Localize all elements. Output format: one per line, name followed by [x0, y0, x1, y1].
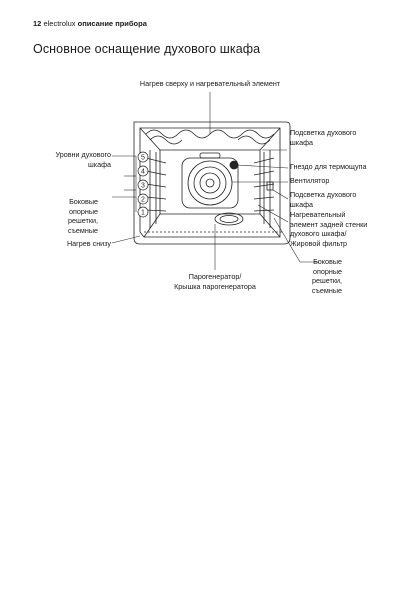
probe-socket	[229, 160, 239, 170]
level-badge-4: 4	[137, 165, 149, 177]
label-oven-light-side: Подсветка духового шкафа	[290, 190, 357, 209]
page-number: 12	[33, 19, 42, 28]
right-side-runners	[253, 150, 275, 228]
page-header: 12 electrolux описание прибора	[33, 19, 147, 28]
level-badge-5: 5	[137, 151, 149, 163]
level-number-4: 4	[141, 169, 145, 176]
level-badge-1: 1	[137, 206, 149, 218]
top-lamp	[199, 152, 221, 159]
label-side-runners-left: Боковые опорные решетки, съемные	[67, 197, 98, 235]
steam-generator-cover	[214, 212, 244, 226]
label-oven-light-top: Подсветка духового шкафа	[290, 128, 357, 147]
level-number-3: 3	[141, 183, 145, 190]
label-rear-heating: Нагревательный элемент задней стенки дух…	[290, 210, 368, 248]
level-badge-2: 2	[137, 193, 149, 205]
oven-cavity-inner	[139, 127, 281, 238]
rear-heating-element	[181, 157, 239, 209]
level-number-1: 1	[141, 210, 145, 217]
section-title: описание прибора	[77, 19, 147, 28]
label-bottom-heating: Нагрев снизу	[66, 239, 111, 248]
level-number-2: 2	[141, 197, 145, 204]
label-side-runners-right: Боковые опорные решетки, съемные	[311, 257, 342, 295]
label-shelf-levels: Уровни духового шкафа	[55, 150, 111, 169]
level-number-5: 5	[141, 155, 145, 162]
label-fan: Вентилятор	[290, 176, 330, 185]
fan-cover	[187, 160, 233, 206]
level-badge-3: 3	[137, 179, 149, 191]
brand-name: electrolux	[43, 19, 76, 28]
label-steam-generator: Парогенератор/ Крышка парогенератора	[174, 272, 256, 291]
label-meat-probe-socket: Гнездо для термощупа	[290, 162, 367, 171]
page-title: Основное оснащение духового шкафа	[33, 42, 261, 56]
level-badges: 5 4 3 2 1	[137, 151, 149, 218]
label-top-heating: Нагрев сверху и нагревательный элемент	[139, 79, 281, 88]
left-side-runners	[145, 150, 167, 228]
